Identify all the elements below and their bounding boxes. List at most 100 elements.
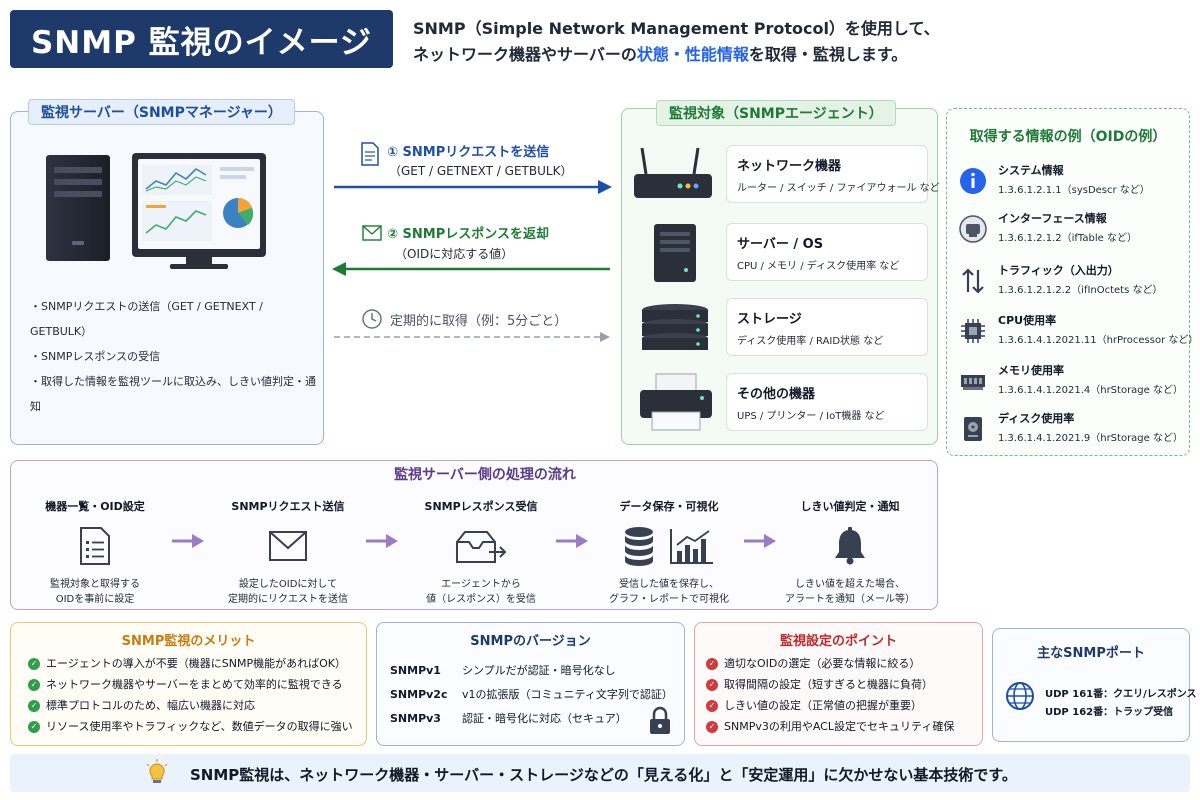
device-name: ストレージ (737, 312, 802, 327)
inbox-icon (456, 531, 507, 563)
oid-value: 1.3.6.1.4.1.2021.4（hrStorage など） (998, 385, 1183, 396)
version-name: SNMPv2c (390, 688, 448, 701)
router-icon (634, 147, 712, 198)
point-item: ✓適切なOIDの選定（必要な情報に絞る） (706, 653, 954, 674)
envelope-icon (269, 531, 307, 561)
point-item: ✓取得間隔の設定（短すぎると機器に負荷） (706, 674, 954, 695)
oid-value: 1.3.6.1.2.1.1（sysDescr など） (998, 185, 1150, 196)
version-panel (376, 622, 685, 746)
traffic-icon (962, 268, 984, 294)
device-card-server: サーバー / OS CPU / メモリ / ディスク使用率 など (726, 223, 928, 281)
device-name: その他の機器 (737, 387, 816, 402)
merit-panel-title: SNMP監視のメリット (121, 634, 256, 649)
storage-icon (642, 304, 708, 350)
response-sublabel: （OIDに対応する値） (395, 247, 514, 261)
flow-step-title: しきい値判定・通知 (800, 500, 900, 513)
monitor-dashboard-icon (132, 153, 266, 257)
footer-banner (10, 754, 1190, 792)
port-item: UDP 161番：クエリ/レスポンス (1045, 689, 1197, 700)
merit-text: エージェントの導入が不要（機器にSNMP機能があればOK） (46, 657, 346, 670)
flow-step-title: SNMPレスポンス受信 (424, 500, 538, 513)
oid-name: インターフェース情報 (998, 212, 1107, 225)
point-item: ✓ しきい値の設定（正常値の把握が重要） (706, 695, 954, 716)
check-icon: ✓ (706, 699, 718, 712)
merit-item: ✓ネットワーク機器やサーバーをまとめて効率的に監視できる (28, 674, 353, 695)
response-label: ② SNMPレスポンスを返却 (387, 227, 549, 242)
oid-value: 1.3.6.1.2.1.2.2（ifInOctets など） (998, 285, 1163, 296)
version-name: SNMPv1 (390, 664, 441, 677)
flow-step-desc: エージェントから 値（レスポンス）を受信 (426, 579, 536, 605)
oid-name: CPU使用率 (998, 314, 1057, 327)
manager-bullet-list: SNMPリクエストの送信（GET / GETNEXT / GETBULK） SN… (30, 294, 320, 419)
device-card-storage: ストレージ ディスク使用率 / RAID状態 など (726, 298, 928, 356)
lightbulb-icon (146, 759, 168, 783)
oid-panel-title: 取得する情報の例（OIDの例） (969, 129, 1167, 145)
header-desc-text-c: を取得・監視します。 (748, 45, 908, 64)
periodic-label: 定期的に取得（例：5分ごと） (390, 314, 568, 329)
page-title: SNMP 監視のイメージ (10, 10, 393, 68)
database-icon (625, 527, 653, 566)
point-text: しきい値の設定（正常値の把握が重要） (724, 699, 922, 712)
point-text: 取得間隔の設定（短すぎると機器に負荷） (724, 678, 933, 691)
oid-value: 1.3.6.1.2.1.2（ifTable など） (998, 233, 1137, 244)
ports-panel-title: 主なSNMPポート (1037, 646, 1145, 661)
flow-step-desc: 設定したOIDに対して 定期的にリクエストを送信 (228, 579, 348, 605)
manager-bullet: SNMPレスポンスの受信 (30, 344, 320, 369)
flow-arrow (172, 534, 204, 548)
manager-bullet: SNMPリクエストの送信（GET / GETNEXT / GETBULK） (30, 294, 320, 344)
point-text: 適切なOIDの選定（必要な情報に絞る） (724, 657, 921, 670)
disk-icon (964, 417, 982, 441)
oid-name: トラフィック（入出力） (998, 264, 1119, 277)
oid-name: ディスク使用率 (998, 412, 1075, 425)
oid-item: システム情報 1.3.6.1.2.1.1（sysDescr など） (958, 162, 1186, 206)
server-tower-icon (46, 155, 110, 261)
flow-step-title: データ保存・可視化 (619, 500, 719, 513)
device-card-network: ネットワーク機器 ルーター / スイッチ / ファイアウォール など (726, 145, 940, 203)
manager-panel-title: 監視サーバー（SNMPマネージャー） (28, 99, 295, 125)
oid-name: システム情報 (998, 164, 1064, 177)
device-card-other: その他の機器 UPS / プリンター / IoT機器 など (726, 373, 928, 431)
header-desc-text-a: ネットワーク機器やサーバーの (413, 45, 637, 64)
flow-step: データ保存・可視化 受信した値を保存し、 グラフ・レポートで可視化 (589, 498, 749, 607)
header-desc-line2: ネットワーク機器やサーバーの状態・性能情報を取得・監視します。 (413, 42, 1183, 68)
merit-panel (10, 622, 367, 746)
point-item: ✓SNMPv3の利用やACL設定でセキュリティ確保 (706, 716, 954, 737)
bar-chart-icon (670, 529, 713, 564)
monitor-stand (186, 257, 212, 265)
lock-icon (650, 706, 670, 734)
flow-step-desc: 受信した値を保存し、 グラフ・レポートで可視化 (609, 579, 729, 605)
check-icon: ✓ (706, 720, 718, 733)
manager-bullet: 取得した情報を監視ツールに取込み、しきい値判定・通知 (30, 369, 320, 419)
request-sublabel: （GET / GETNEXT / GETBULK） (389, 164, 573, 178)
cpu-icon (961, 319, 985, 343)
flow-panel-title: 監視サーバー側の処理の流れ (394, 467, 576, 483)
port-item: UDP 162番：トラップ受信 (1045, 707, 1174, 718)
flow-step: 機器一覧・OID設定 監視対象と取得する OIDを事前に設定 (15, 498, 175, 607)
flow-step-title: 機器一覧・OID設定 (45, 500, 145, 513)
agent-panel-title: 監視対象（SNMPエージェント） (656, 100, 896, 126)
flow-step-title: SNMPリクエスト送信 (231, 500, 345, 513)
device-desc: CPU / メモリ / ディスク使用率 など (737, 261, 900, 272)
flow-arrow (366, 534, 398, 548)
merit-item: ✓標準プロトコルのため、幅広い機器に対応 (28, 695, 353, 716)
info-icon (960, 168, 986, 194)
flow-step-desc: 監視対象と取得する OIDを事前に設定 (50, 579, 140, 605)
header-desc-line1: SNMP（Simple Network Management Protocol）… (413, 19, 940, 38)
merit-text: 標準プロトコルのため、幅広い機器に対応 (46, 699, 255, 712)
mail-icon (362, 225, 382, 241)
oid-item: メモリ使用率 1.3.6.1.4.1.2021.4（hrStorage など） (958, 362, 1186, 406)
flow-step: SNMPレスポンス受信 エージェントから 値（レスポンス）を受信 (401, 498, 561, 607)
interface-icon (959, 215, 987, 243)
response-arrow (332, 262, 610, 276)
merit-text: リソース使用率やトラフィックなど、数値データの取得に強い (46, 720, 353, 733)
printer-icon (640, 373, 712, 431)
clock-icon (362, 309, 382, 329)
version-desc: シンプルだが認証・暗号化なし (462, 664, 616, 677)
globe-icon (1006, 682, 1034, 710)
merit-item: ✓リソース使用率やトラフィックなど、数値データの取得に強い (28, 716, 353, 737)
oid-item: CPU使用率 1.3.6.1.4.1.2021.11（hrProcessor な… (958, 312, 1198, 356)
flow-step: SNMPリクエスト送信 設定したOIDに対して 定期的にリクエストを送信 (208, 498, 368, 607)
device-desc: ルーター / スイッチ / ファイアウォール など (737, 183, 940, 194)
